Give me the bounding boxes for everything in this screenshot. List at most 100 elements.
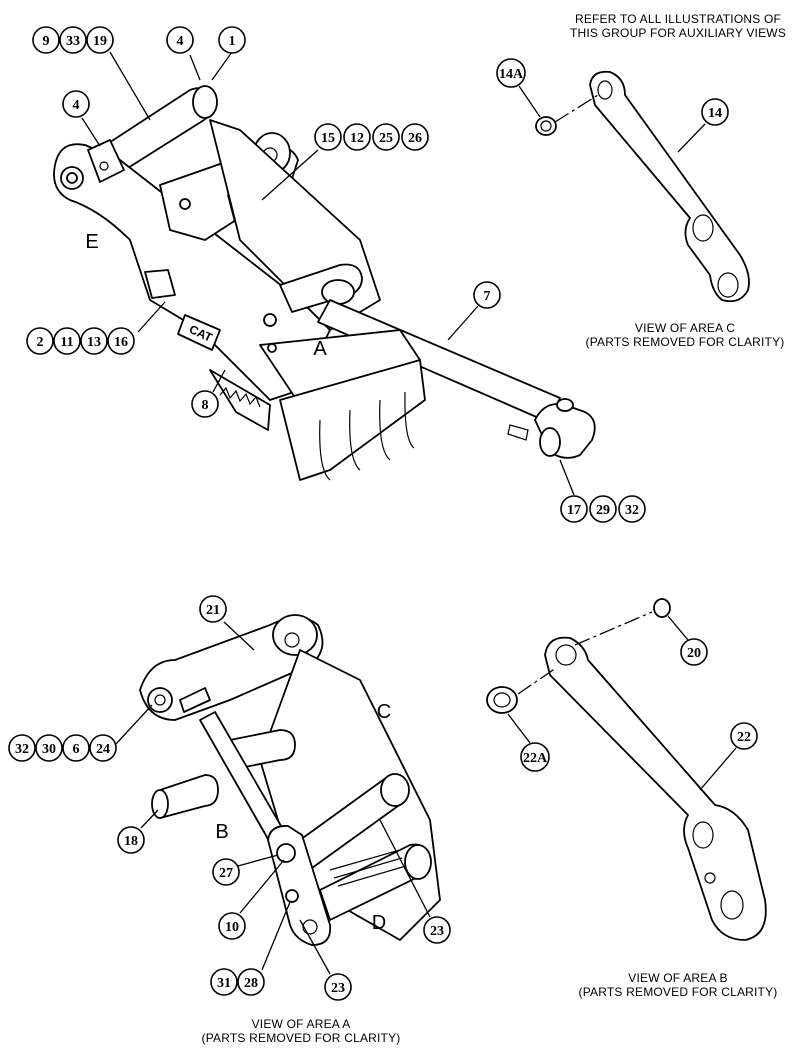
view-c-title: VIEW OF AREA C — [634, 321, 736, 335]
callout-circle — [35, 734, 63, 762]
link-22 — [544, 636, 767, 941]
small-link-hole — [99, 161, 109, 171]
bolt-head — [179, 198, 191, 210]
centerline — [554, 94, 599, 123]
view-a-drawing — [139, 614, 441, 946]
grease-fitting — [507, 424, 529, 441]
view-b-drawing — [486, 598, 767, 941]
centerline-b2 — [574, 611, 653, 646]
front-plate-bore — [302, 919, 318, 935]
callout-circle — [117, 826, 145, 854]
callout-circle — [730, 722, 758, 750]
callout-circle — [343, 123, 371, 151]
callout-circle — [701, 98, 729, 126]
lower-cross-pin-end — [404, 844, 432, 880]
callout-circle — [53, 327, 81, 355]
callout-number: 15 — [321, 131, 335, 146]
callout-circle — [62, 734, 90, 762]
callout-30: 30 — [35, 734, 63, 762]
callout-4: 4 — [62, 90, 90, 118]
callout-circle — [520, 742, 550, 772]
callout-number: 9 — [43, 34, 50, 49]
callout-circle — [212, 858, 240, 886]
callout-number: 13 — [87, 335, 101, 350]
callout-circle — [210, 968, 238, 996]
view-c-drawing — [535, 70, 750, 303]
pin-18 — [159, 774, 219, 819]
link-22-bore-bottom — [720, 890, 744, 920]
washer-27 — [276, 843, 296, 863]
callout-number: 23 — [331, 981, 345, 996]
link-14-bore-mid — [692, 214, 714, 242]
view-a-subtitle: (PARTS REMOVED FOR CLARITY) — [201, 1031, 401, 1045]
callout-circle — [372, 123, 400, 151]
callout-circle — [560, 495, 588, 523]
leader-line — [379, 819, 431, 918]
callout-circle — [8, 734, 36, 762]
area-letter-a: A — [313, 338, 327, 360]
callout-circle — [89, 734, 117, 762]
callout-9: 9 — [32, 26, 60, 54]
callout-11: 11 — [53, 327, 81, 355]
leader-line — [261, 901, 291, 971]
callout-number: 32 — [15, 742, 29, 757]
callout-number: 29 — [596, 503, 610, 518]
callout-number: 11 — [60, 335, 73, 350]
grease-fitting-22 — [704, 872, 716, 884]
callout-2: 2 — [26, 327, 54, 355]
bushing-22a — [486, 686, 518, 714]
callout-circle — [191, 390, 219, 418]
callout-circle — [218, 26, 246, 54]
pin-18-end — [151, 789, 169, 819]
callout-number: 25 — [379, 131, 393, 146]
callout-circle — [62, 90, 90, 118]
callout-8: 8 — [191, 390, 219, 418]
callout-circle — [324, 973, 352, 1001]
callout-number: 30 — [42, 742, 56, 757]
leader-line — [212, 369, 226, 393]
callout-circle — [59, 26, 87, 54]
callout-23: 23 — [324, 973, 352, 1001]
view-b-caption: VIEW OF AREA B (PARTS REMOVED FOR CLARIT… — [553, 971, 803, 999]
callout-13: 13 — [80, 327, 108, 355]
washer-20 — [653, 598, 671, 618]
callout-number: 7 — [484, 289, 491, 304]
callout-26: 26 — [401, 123, 429, 151]
linkage-top-bore — [284, 632, 300, 648]
note-line-1: REFER TO ALL ILLUSTRATIONS OF — [574, 12, 782, 26]
view-c-subtitle: (PARTS REMOVED FOR CLARITY) — [585, 335, 785, 349]
linkage-eye-bore — [154, 694, 166, 706]
boom-eye-bore — [66, 172, 78, 184]
leader-line — [239, 859, 285, 914]
area-letters: E A C B D — [85, 231, 391, 934]
leader-line — [115, 704, 153, 745]
link-22-bore-mid — [692, 821, 714, 849]
callout-29: 29 — [589, 495, 617, 523]
callout-number: 19 — [93, 34, 107, 49]
callout-number: 2 — [37, 335, 44, 350]
callout-15: 15 — [314, 123, 342, 151]
callout-32: 32 — [618, 495, 646, 523]
linkage-top-eye — [272, 614, 318, 656]
callout-number: 24 — [96, 742, 110, 757]
leader-line — [81, 117, 101, 147]
callout-circle — [314, 123, 342, 151]
callout-number: 4 — [177, 34, 184, 49]
callout-circle — [423, 916, 451, 944]
bushing-14a-bore — [540, 120, 552, 132]
callout-number: 8 — [202, 398, 209, 413]
callout-7: 7 — [473, 281, 501, 309]
cross-pin-end — [321, 279, 355, 305]
small-link — [87, 139, 125, 183]
leader-line — [699, 747, 737, 791]
bushing-22a-bore — [493, 692, 511, 708]
callout-20: 20 — [680, 638, 708, 666]
leader-line — [261, 149, 319, 201]
callout-circle — [680, 638, 708, 666]
leader-line — [677, 123, 706, 153]
leader-line — [237, 854, 279, 867]
callout-19: 19 — [86, 26, 114, 54]
callout-number: 32 — [625, 503, 639, 518]
